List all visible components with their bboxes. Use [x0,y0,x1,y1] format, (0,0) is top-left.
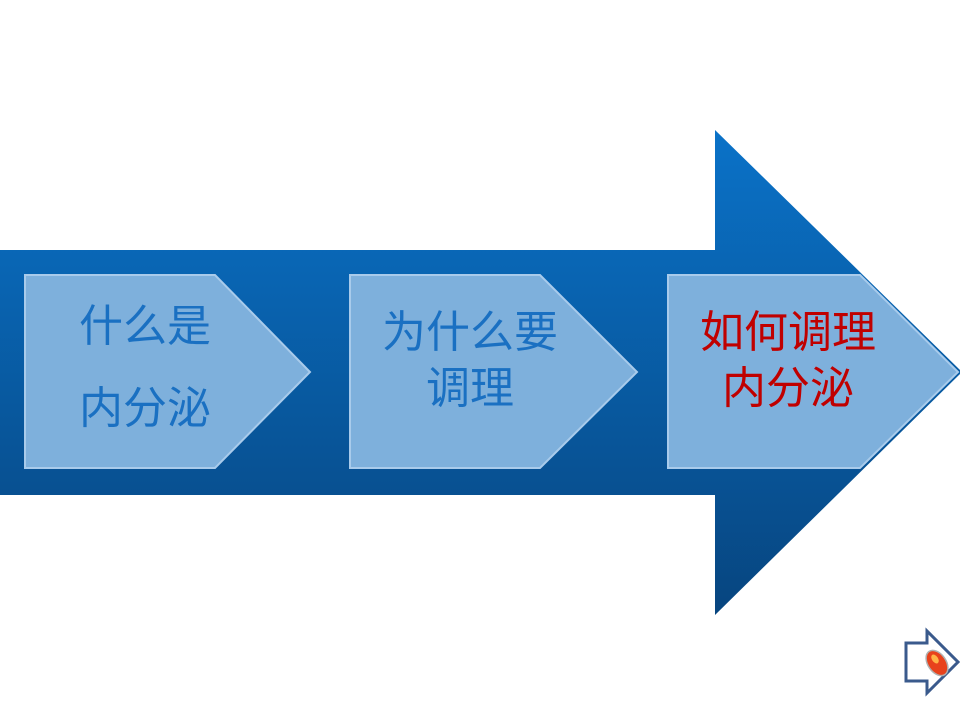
step-3-line2: 内分泌 [722,363,854,414]
step-1-line1: 什么是 [79,301,211,352]
step-3-line1: 如何调理 [700,307,876,358]
step-3-label: 如何调理 内分泌 [678,305,898,417]
next-arrow-icon[interactable] [895,625,960,705]
step-box-2 [349,274,639,469]
step-2-line1: 为什么要 [382,307,558,358]
step-2-line2: 调理 [426,363,514,414]
step-box-3 [667,274,960,469]
step-1-line2: 内分泌 [79,383,211,434]
step-1-label: 什么是 内分泌 [55,292,235,444]
step-box-1 [24,274,312,469]
step-2-label: 为什么要 调理 [360,305,580,417]
